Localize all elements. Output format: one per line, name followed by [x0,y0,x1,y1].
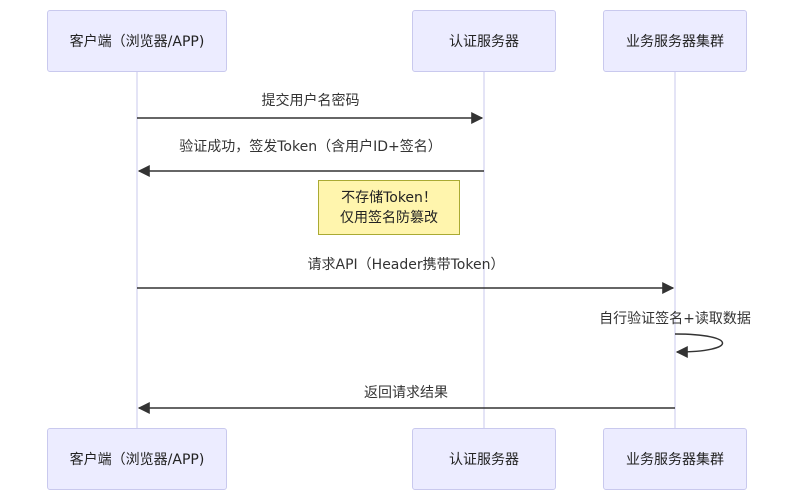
participant-biz-bottom: 业务服务器集群 [603,428,747,490]
note-line-2: 仅用签名防篡改 [340,209,438,226]
note-line-1: 不存储Token！ [341,189,437,206]
participant-label: 业务服务器集群 [626,34,724,50]
participant-biz-top: 业务服务器集群 [603,10,747,72]
participant-auth-top: 认证服务器 [412,10,556,72]
message-label-1: 提交用户名密码 [261,93,360,109]
message-label-3: 请求API（Header携带Token） [307,257,505,273]
message-label-2: 验证成功，签发Token（含用户ID+签名） [179,139,442,155]
participant-label: 客户端（浏览器/APP) [69,34,205,50]
participant-label: 客户端（浏览器/APP) [69,452,205,468]
message-label-5: 返回请求结果 [364,385,448,401]
message-label-4: 自行验证签名+读取数据 [599,311,751,327]
participant-label: 认证服务器 [449,452,519,468]
participant-client-bottom: 客户端（浏览器/APP) [47,428,227,490]
participant-client-top: 客户端（浏览器/APP) [47,10,227,72]
message-arrow-4-self [674,333,724,358]
participant-auth-bottom: 认证服务器 [412,428,556,490]
note-box: 不存储Token！ 仅用签名防篡改 [318,180,460,235]
participant-label: 业务服务器集群 [626,452,724,468]
participant-label: 认证服务器 [449,34,519,50]
